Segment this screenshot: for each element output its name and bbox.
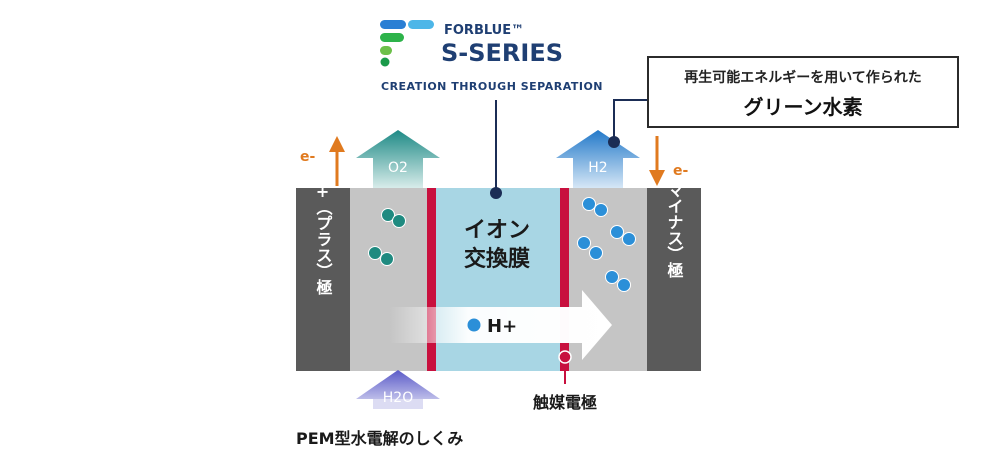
h2-molecule: [605, 270, 631, 292]
proton-arrow: [390, 290, 612, 360]
anode-catalyst-layer: [427, 188, 436, 371]
h2-label: H2: [588, 160, 607, 176]
ion-exchange-membrane: [436, 188, 560, 371]
h2o-arrow: [356, 370, 440, 408]
proton-dot: [467, 318, 481, 332]
h2-arrow: [556, 130, 640, 188]
electron-arrow-in: [649, 136, 665, 186]
h2o-arrow-stem: [373, 399, 423, 409]
logo-brand-line2: S-SERIES: [441, 39, 563, 67]
cathode-label: ー（マイナス）極: [665, 150, 685, 279]
logo-bar-green-short: [380, 46, 392, 55]
proton-label: H+: [487, 316, 517, 337]
membrane-label-line1: イオン: [464, 218, 530, 243]
electron-label-right: e-: [673, 163, 688, 179]
green-hydrogen-callout: 再生可能エネルギーを用いて作られた グリーン水素: [647, 56, 959, 128]
catalyst-leader-dot: [558, 350, 572, 364]
callout-leader-line: [613, 99, 647, 140]
anode-label: +（プラス）極: [314, 185, 334, 295]
electron-label-left: e-: [300, 149, 315, 165]
membrane-label-line2: 交換膜: [464, 246, 530, 272]
o2-label: O2: [388, 160, 408, 176]
o2-molecule: [381, 208, 406, 228]
h2-molecule: [582, 197, 608, 217]
cathode-catalyst-layer: [560, 188, 569, 371]
logo-brand-line1: FORBLUE™: [444, 23, 524, 38]
h2o-label: H2O: [383, 390, 413, 406]
svg-text:ー（マイナス）極: ー（マイナス）極: [665, 150, 685, 279]
membrane-leader-dot: [490, 187, 502, 199]
forblue-logo: FORBLUE™ S-SERIES CREATION THROUGH SEPAR…: [380, 20, 603, 93]
logo-bar-light-blue: [408, 20, 434, 29]
callout-leader-dot: [608, 136, 620, 148]
callout-line1: 再生可能エネルギーを用いて作られた: [684, 70, 922, 86]
h2-molecule: [610, 225, 636, 246]
svg-text:+（プラス）極: +（プラス）極: [314, 185, 334, 295]
catalyst-label: 触媒電極: [532, 393, 597, 412]
o2-arrow: [356, 130, 440, 188]
o2-molecule: [368, 246, 394, 266]
cathode-electrode: [647, 188, 701, 371]
anode-electrode: [296, 188, 350, 371]
logo-tagline: CREATION THROUGH SEPARATION: [381, 80, 603, 93]
logo-dot: [380, 57, 390, 67]
logo-bar-green: [380, 33, 404, 42]
h2-molecule: [577, 236, 603, 260]
diagram-caption: PEM型水電解のしくみ: [296, 429, 463, 448]
logo-bar-blue: [380, 20, 406, 29]
callout-line2: グリーン水素: [743, 95, 863, 119]
electron-arrow-out: [329, 136, 345, 186]
